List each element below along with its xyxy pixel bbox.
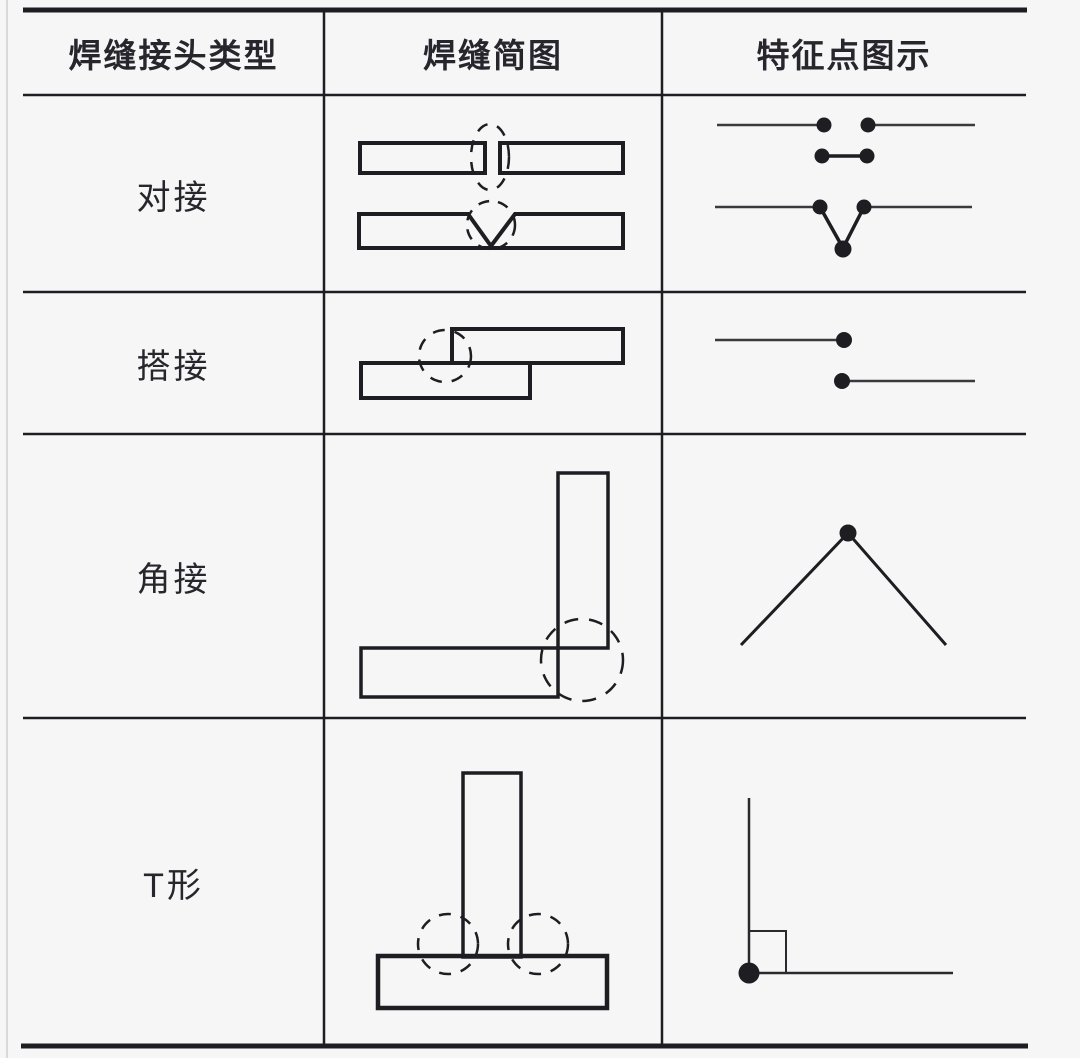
row-label-lap-joint: 搭接: [136, 347, 211, 386]
header-weld-sketch: 焊缝简图: [423, 36, 563, 74]
right-angle-marker: [749, 930, 787, 973]
weld-zone-dashed-circle-right: [506, 912, 570, 976]
weld-zone-dashed-circle: [417, 328, 473, 384]
corner-joint-feature-points-icon: [739, 524, 948, 647]
weld-zone-dashed-ellipse: [469, 122, 511, 192]
lap-joint-feature-points-icon: [715, 332, 975, 389]
corner-joint-schematic-icon: [359, 471, 625, 703]
row-label-butt-joint: 对接: [136, 178, 211, 217]
lap-joint-schematic-icon: [359, 327, 625, 400]
butt-joint-schematic-icon: [357, 122, 625, 251]
header-feature-points: 特征点图示: [756, 36, 932, 74]
row-label-tee-joint: T形: [143, 866, 204, 905]
row-label-corner-joint: 角接: [136, 560, 211, 599]
tee-joint-feature-points-icon: [738, 798, 953, 984]
table-grid-lines: [6, 0, 1028, 1058]
tee-joint-schematic-icon: [375, 771, 610, 1011]
weld-zone-dashed-circle: [539, 617, 625, 703]
header-joint-type: 焊缝接头类型: [68, 36, 279, 74]
weld-zone-dashed-circle: [465, 199, 517, 251]
weld-zone-dashed-circle-left: [416, 912, 480, 976]
butt-joint-feature-points-icon: [715, 117, 975, 258]
